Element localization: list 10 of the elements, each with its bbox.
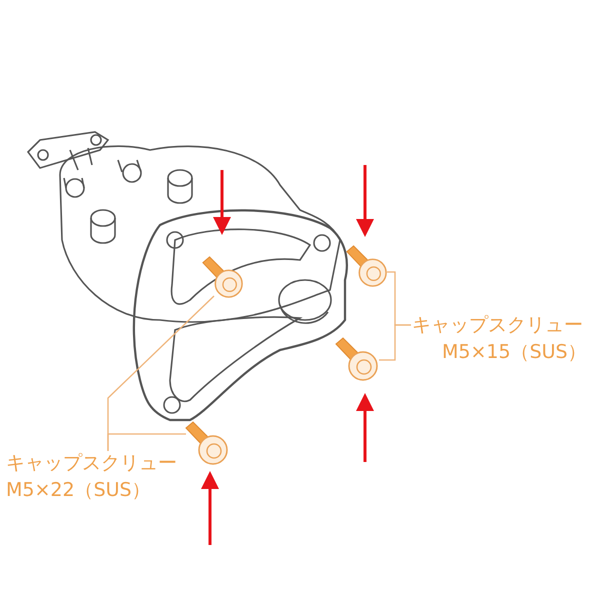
leader-line <box>379 324 411 361</box>
cap-screw <box>333 336 379 382</box>
cap-screw <box>200 255 244 299</box>
part-name: キャップスクリュー <box>412 313 583 338</box>
cap-screw <box>183 420 229 466</box>
leader-line <box>107 433 186 451</box>
part-name: キャップスクリュー <box>6 451 177 476</box>
part-spec: M5×15（SUS） <box>442 340 587 365</box>
cap-screw <box>344 244 388 288</box>
part-spec: M5×22（SUS） <box>6 478 151 503</box>
